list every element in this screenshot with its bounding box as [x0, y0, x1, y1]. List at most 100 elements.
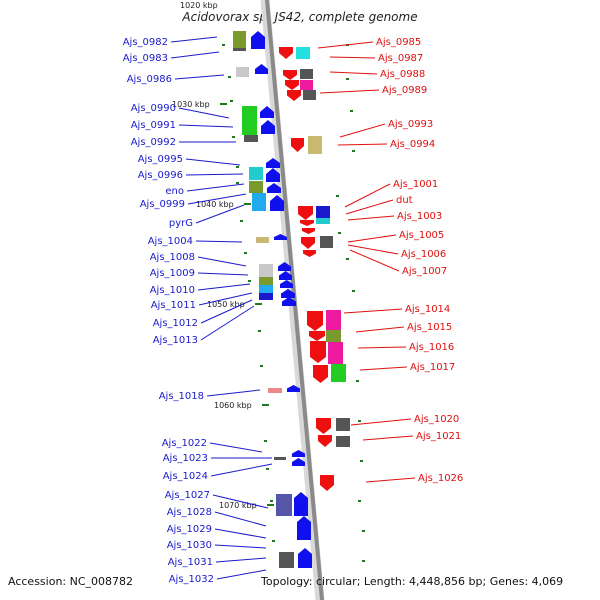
minor-tick: [240, 220, 243, 222]
left-leader-line: [178, 107, 230, 119]
right-gene-label: Ajs_1017: [410, 362, 455, 373]
left-leader-line: [185, 173, 244, 176]
right-gene-label: Ajs_1001: [393, 179, 438, 190]
forward-gene-arrow: [294, 492, 308, 516]
forward-gene-arrow: [261, 120, 275, 134]
gene-block: [256, 237, 269, 243]
left-leader-line: [200, 299, 253, 324]
left-gene-label: Ajs_0982: [123, 37, 168, 48]
left-gene-label: Ajs_1032: [169, 574, 214, 585]
left-gene-label: Ajs_0999: [140, 199, 185, 210]
forward-gene-arrow: [292, 458, 305, 466]
left-leader-line: [197, 283, 251, 291]
forward-gene-arrow: [298, 548, 312, 568]
right-leader-line: [355, 326, 405, 333]
right-leader-line: [357, 346, 407, 349]
minor-tick: [232, 136, 235, 138]
right-leader-line: [337, 143, 388, 146]
forward-gene-arrow: [297, 516, 311, 540]
right-leader-line: [350, 418, 412, 426]
left-gene-label: Ajs_1013: [153, 335, 198, 346]
left-gene-label: Ajs_0991: [131, 120, 176, 131]
scale-tick-label: 1060 kbp: [214, 401, 252, 410]
accession-text: Accession: NC_008782: [8, 575, 134, 588]
right-leader-line: [365, 477, 416, 483]
gene-block: [259, 264, 273, 277]
right-leader-line: [329, 71, 378, 75]
left-gene-label: Ajs_1028: [167, 507, 212, 518]
gene-block: [328, 342, 343, 364]
left-gene-label: Ajs_1022: [162, 438, 207, 449]
reverse-gene-arrow: [298, 206, 313, 220]
gene-block: [303, 90, 316, 100]
minor-tick: [248, 280, 251, 282]
right-leader-line: [359, 366, 408, 371]
left-leader-line: [197, 256, 247, 267]
minor-tick: [350, 110, 353, 112]
forward-gene-arrow: [280, 280, 293, 288]
right-leader-line: [349, 249, 400, 272]
reverse-gene-arrow: [300, 220, 314, 226]
left-gene-label: Ajs_1004: [148, 236, 193, 247]
right-leader-line: [347, 234, 397, 243]
right-leader-line: [317, 41, 374, 49]
right-leader-line: [347, 215, 395, 221]
left-leader-line: [214, 511, 267, 527]
genome-axis: [265, 0, 324, 600]
gene-block: [296, 47, 310, 59]
minor-tick: [362, 530, 365, 532]
scale-tick-mark: [267, 504, 274, 506]
left-gene-label: eno: [165, 186, 184, 197]
left-gene-label: pyrG: [169, 218, 193, 229]
minor-tick: [360, 460, 363, 462]
left-leader-line: [197, 272, 249, 276]
right-leader-line: [362, 435, 414, 441]
right-gene-label: Ajs_0987: [378, 53, 423, 64]
map-title: Acidovorax sp. JS42, complete genome: [182, 10, 418, 24]
right-leader-line: [339, 123, 386, 138]
reverse-gene-arrow: [291, 138, 304, 152]
reverse-gene-arrow: [287, 90, 301, 101]
left-leader-line: [206, 389, 261, 397]
left-leader-line: [178, 124, 234, 128]
left-leader-line: [198, 292, 253, 306]
gene-block: [233, 31, 246, 49]
right-gene-label: Ajs_0988: [380, 69, 425, 80]
gene-block: [249, 167, 263, 180]
reverse-gene-arrow: [307, 311, 323, 331]
reverse-gene-arrow: [316, 418, 331, 434]
left-gene-label: Ajs_1009: [150, 268, 195, 279]
left-leader-line: [185, 158, 241, 166]
left-leader-line: [214, 528, 267, 539]
forward-gene-arrow: [260, 106, 274, 118]
minor-tick: [356, 380, 359, 382]
left-gene-label: Ajs_0996: [138, 170, 183, 181]
right-gene-label: Ajs_1021: [416, 431, 461, 442]
forward-gene-arrow: [281, 289, 295, 298]
left-leader-line: [200, 305, 255, 341]
right-gene-label: Ajs_1015: [407, 322, 452, 333]
scale-tick-label: 1050 kbp: [207, 300, 245, 309]
forward-gene-arrow: [255, 64, 268, 74]
gene-block: [274, 457, 286, 460]
right-gene-label: Ajs_1007: [402, 266, 447, 277]
gene-block: [279, 552, 294, 568]
minor-tick: [346, 78, 349, 80]
minor-tick: [260, 365, 263, 367]
minor-tick: [228, 76, 231, 78]
left-gene-label: Ajs_1030: [167, 540, 212, 551]
forward-gene-arrow: [279, 271, 292, 280]
forward-gene-arrow: [282, 297, 296, 306]
right-leader-line: [343, 308, 403, 314]
forward-gene-arrow: [274, 234, 287, 240]
minor-tick: [244, 252, 247, 254]
gene-block: [242, 106, 257, 121]
scale-tick-label-partial: 1020 kbp: [180, 1, 218, 10]
gene-block: [259, 277, 273, 285]
gene-block: [252, 193, 266, 211]
left-gene-label: Ajs_1008: [150, 252, 195, 263]
forward-gene-arrow: [267, 183, 281, 193]
scale-tick-mark: [244, 203, 251, 205]
